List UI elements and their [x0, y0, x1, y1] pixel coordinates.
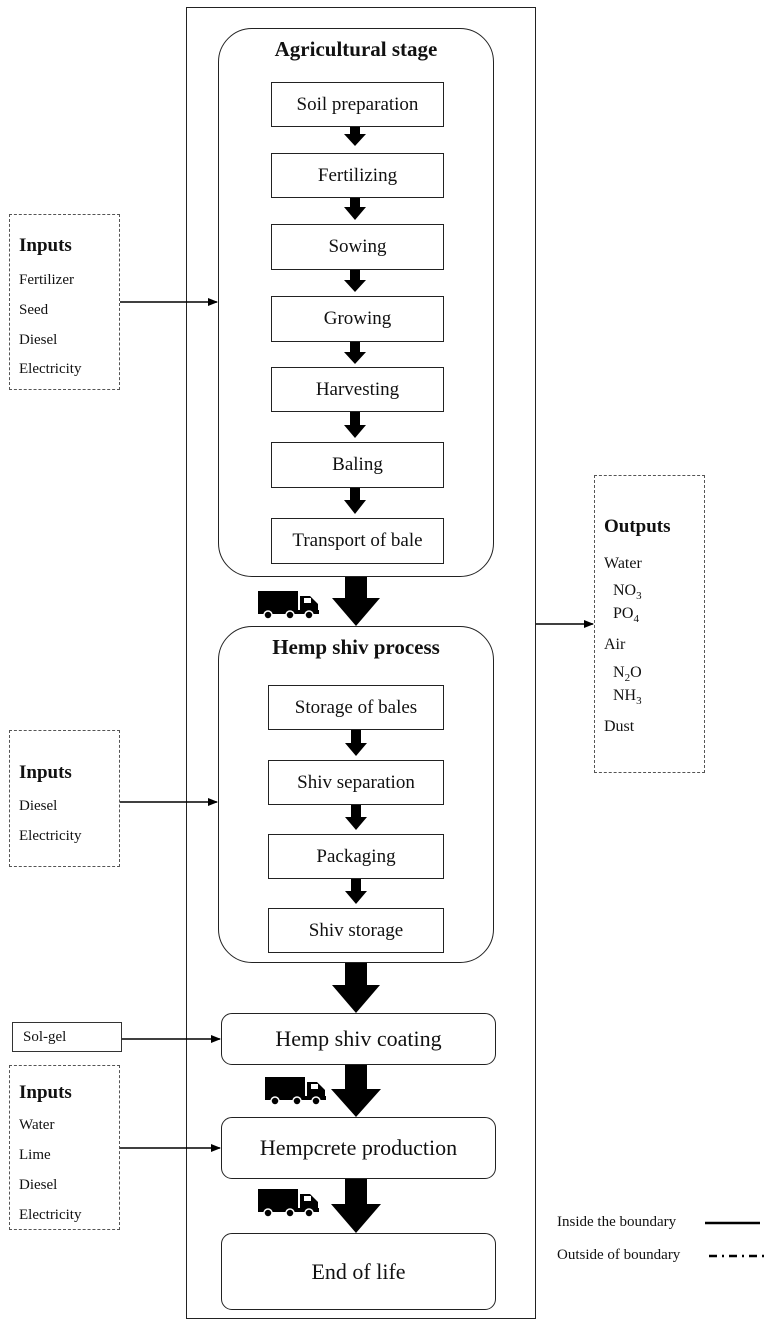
sol-gel-box: Sol-gel	[12, 1022, 122, 1052]
input-item: Diesel	[19, 798, 58, 814]
hemp-shiv-process-title: Hemp shiv process	[272, 635, 440, 659]
arrow-down-icon	[344, 198, 366, 220]
inputs-title: Inputs	[19, 1082, 72, 1103]
input-item: Lime	[19, 1147, 51, 1163]
input-item: Diesel	[19, 332, 58, 348]
step-baling: Baling	[271, 442, 444, 488]
output-dust: Dust	[604, 718, 635, 735]
step-growing: Growing	[271, 296, 444, 342]
sol-gel-label: Sol-gel	[23, 1028, 67, 1045]
big-arrow-down-icon	[332, 577, 380, 626]
truck-icon	[264, 1076, 327, 1106]
output-no3: NO3	[613, 582, 642, 603]
legend-outside-label: Outside of boundary	[557, 1247, 681, 1263]
step-packaging: Packaging	[268, 834, 444, 879]
step-soil-preparation: Soil preparation	[271, 82, 444, 127]
step-fertilizing: Fertilizing	[271, 153, 444, 198]
output-water: Water	[604, 555, 642, 572]
inputs-panel-shiv: Inputs Diesel Electricity	[9, 730, 120, 867]
arrow-down-icon	[345, 730, 367, 756]
agricultural-stage-title: Agricultural stage	[274, 37, 438, 61]
input-item: Water	[19, 1117, 55, 1133]
arrow-down-icon	[345, 879, 367, 904]
output-po4: PO4	[613, 605, 639, 626]
output-n2o: N2O	[613, 664, 642, 685]
hemp-shiv-coating-box: Hemp shiv coating	[221, 1013, 496, 1065]
hempcrete-production-box: Hempcrete production	[221, 1117, 496, 1179]
step-sowing: Sowing	[271, 224, 444, 270]
input-item: Electricity	[19, 1207, 82, 1223]
end-of-life-box: End of life	[221, 1233, 496, 1310]
output-nh3: NH3	[613, 687, 642, 708]
truck-icon	[257, 590, 320, 620]
system-boundary	[186, 7, 536, 1319]
step-harvesting: Harvesting	[271, 367, 444, 412]
arrow-down-icon	[344, 412, 366, 438]
arrow-down-icon	[344, 127, 366, 146]
input-item: Fertilizer	[19, 272, 74, 288]
output-air: Air	[604, 636, 626, 653]
inputs-panel-agricultural: Inputs Fertilizer Seed Diesel Electricit…	[9, 214, 120, 390]
arrow-down-icon	[344, 270, 366, 292]
input-item: Diesel	[19, 1177, 58, 1193]
inputs-title: Inputs	[19, 235, 72, 256]
big-arrow-down-icon	[332, 963, 380, 1013]
outputs-title: Outputs	[604, 516, 671, 537]
big-arrow-down-icon	[331, 1179, 381, 1233]
arrow-down-icon	[344, 488, 366, 514]
arrow-down-icon	[344, 342, 366, 364]
input-item: Seed	[19, 302, 49, 318]
input-item: Electricity	[19, 828, 82, 844]
inputs-panel-hempcrete: Inputs Water Lime Diesel Electricity	[9, 1065, 120, 1230]
step-transport-of-bale: Transport of bale	[271, 518, 444, 564]
arrow-down-icon	[345, 805, 367, 830]
truck-icon	[257, 1188, 320, 1218]
outputs-panel: Outputs Water NO3 PO4 Air N2O NH3 Dust	[594, 475, 705, 773]
input-item: Electricity	[19, 361, 82, 377]
big-arrow-down-icon	[331, 1065, 381, 1117]
inputs-title: Inputs	[19, 762, 72, 783]
legend-inside-label: Inside the boundary	[557, 1214, 677, 1230]
step-storage-of-bales: Storage of bales	[268, 685, 444, 730]
step-shiv-separation: Shiv separation	[268, 760, 444, 805]
step-shiv-storage: Shiv storage	[268, 908, 444, 953]
